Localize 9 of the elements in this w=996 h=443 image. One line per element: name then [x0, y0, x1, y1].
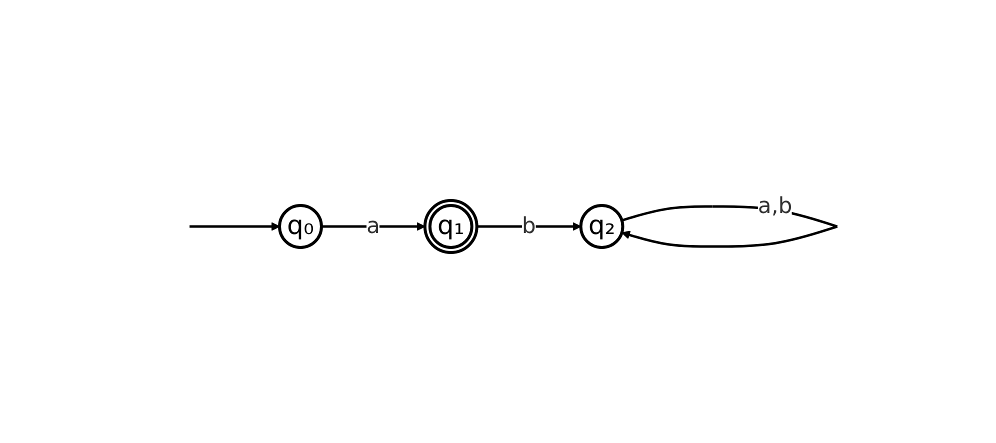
arrow: [321, 222, 426, 232]
arrow: [189, 222, 280, 232]
edge-label: b: [522, 214, 536, 240]
node-circle: q₂: [579, 204, 624, 250]
edge-label: a: [366, 214, 380, 240]
node-circle: q₁: [423, 199, 478, 254]
arrow: [476, 222, 581, 232]
edge-label: a,b: [758, 194, 792, 220]
node-circle: q₀: [278, 204, 323, 250]
